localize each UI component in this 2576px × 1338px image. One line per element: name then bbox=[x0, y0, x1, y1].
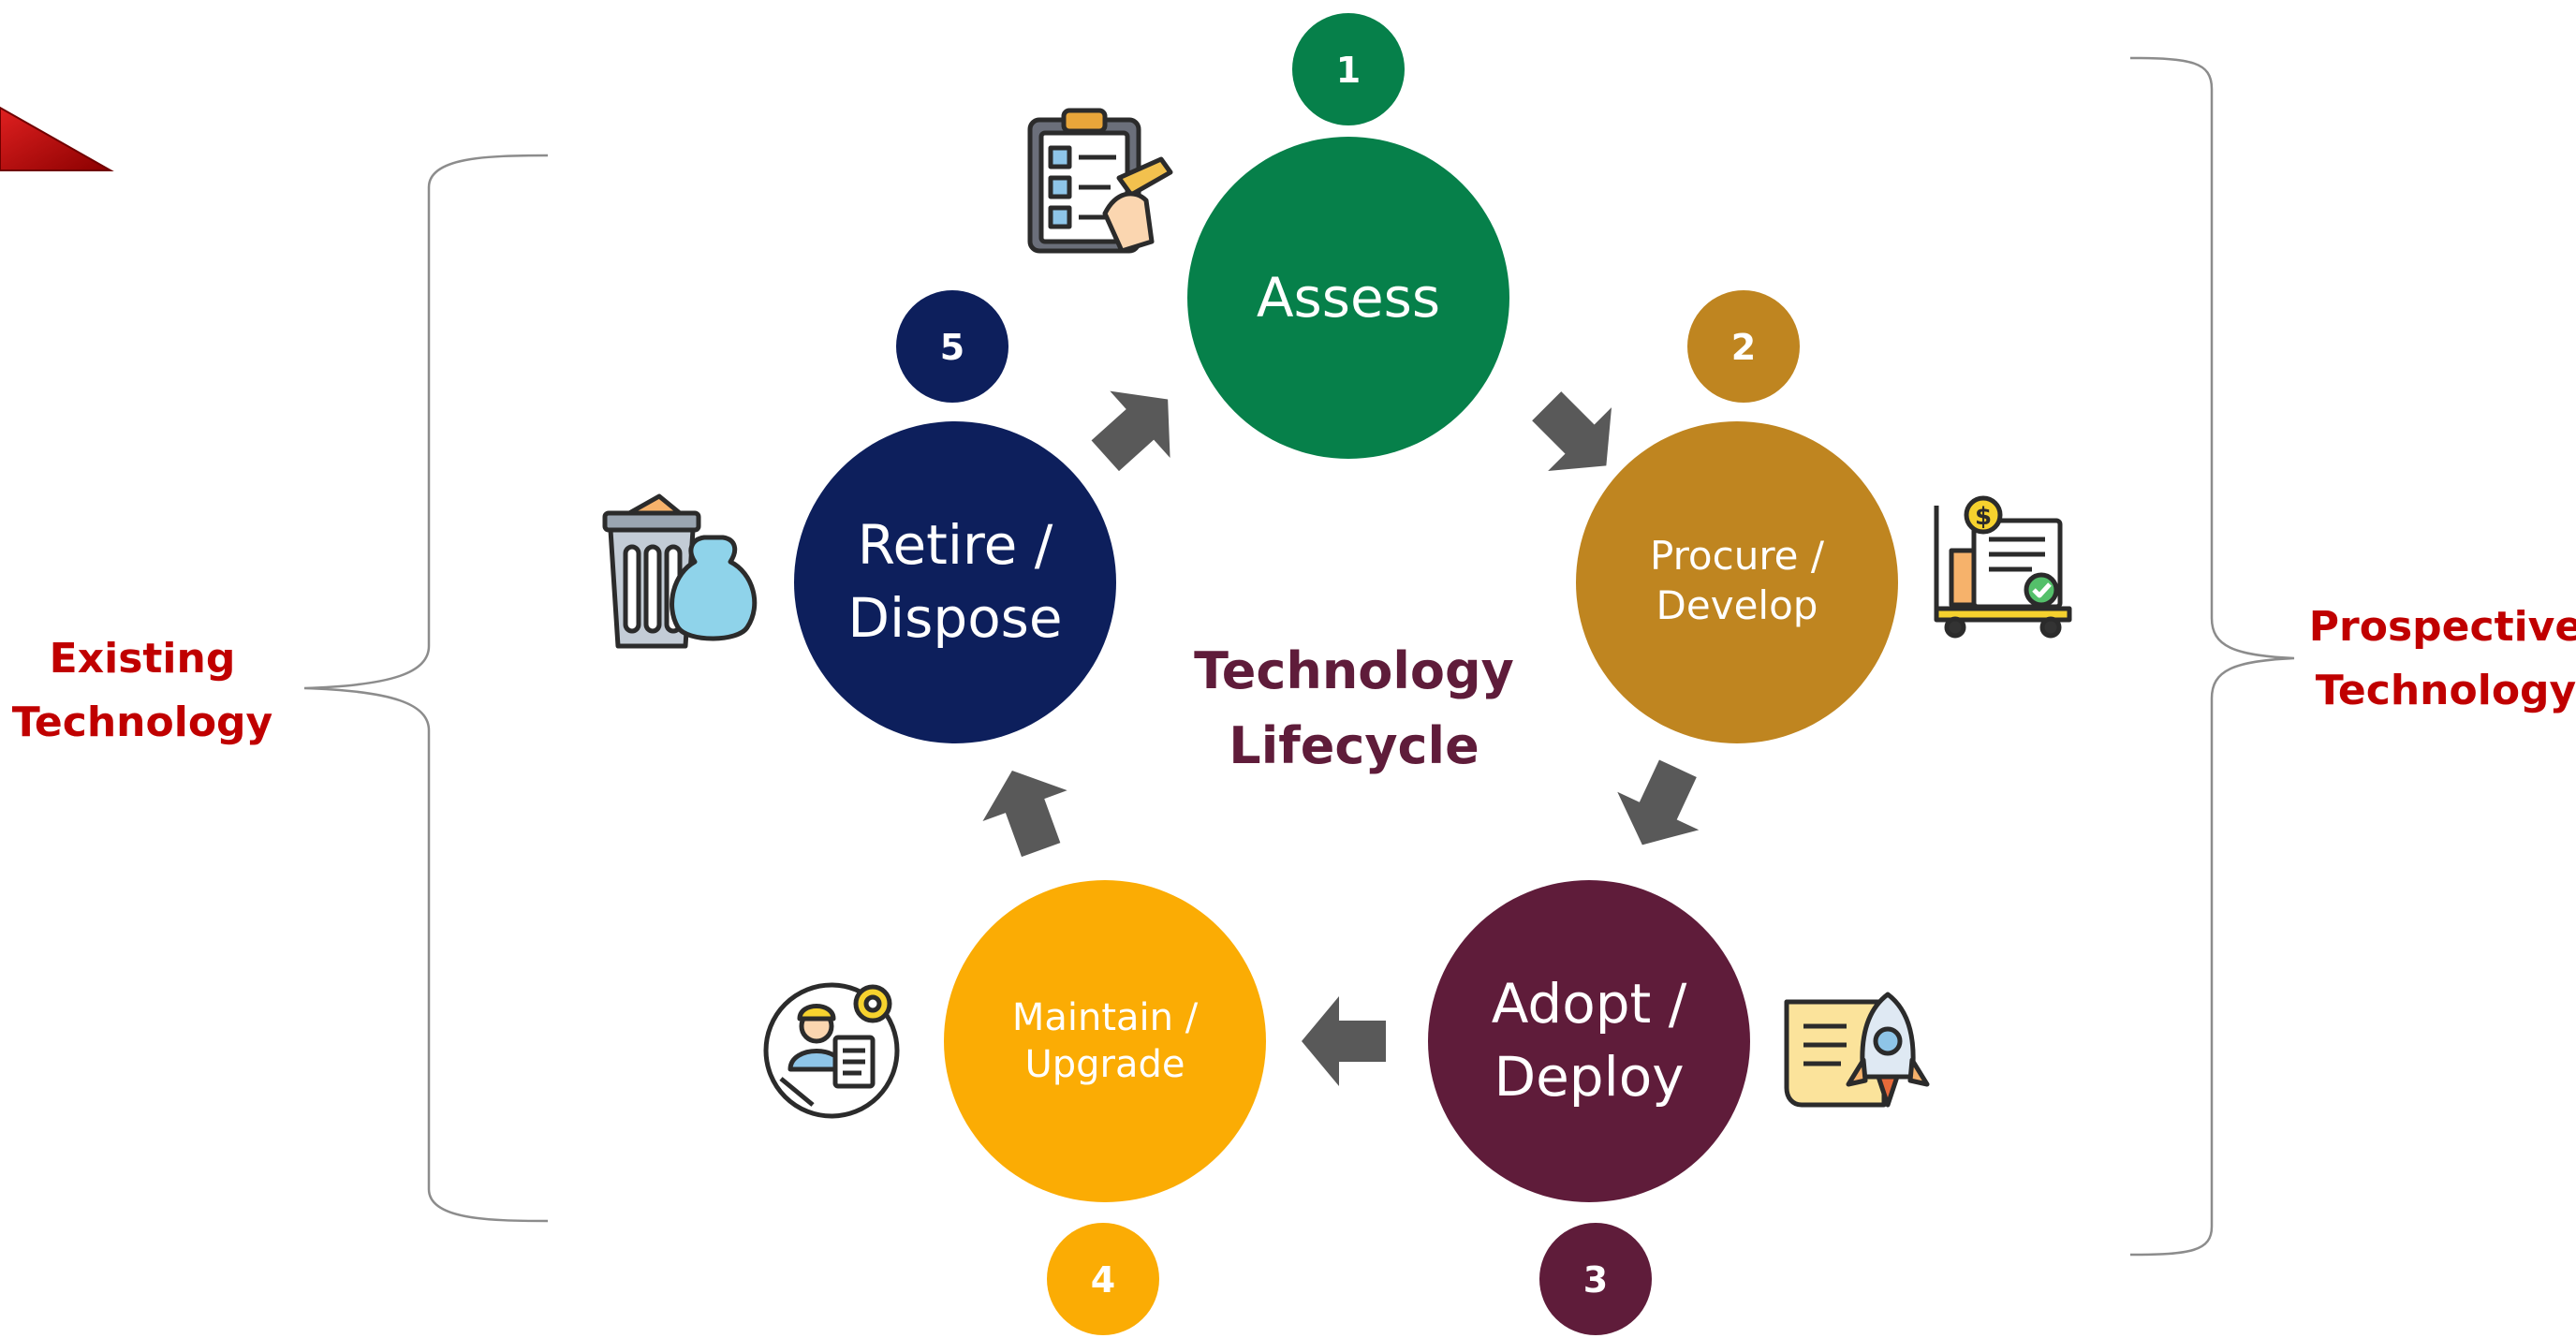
red-pointer-shape bbox=[0, 106, 114, 171]
stage-4-number-badge bbox=[1047, 1223, 1159, 1335]
right-brace bbox=[2129, 56, 2295, 1257]
stage-adopt-deploy-circle bbox=[1428, 880, 1750, 1202]
maintenance-worker-gear-icon bbox=[763, 982, 900, 1119]
center-title-line-2: Lifecycle bbox=[1229, 716, 1479, 775]
stage-3-number: 3 bbox=[1583, 1259, 1608, 1301]
stage-retire-dispose: Retire / Dispose 5 bbox=[794, 290, 1116, 743]
stage-assess: Assess 1 bbox=[1187, 13, 1509, 459]
center-title-line-1: Technology bbox=[1194, 641, 1514, 700]
launch-rocket-document-icon bbox=[1784, 992, 1930, 1108]
center-title: Technology Lifecycle bbox=[1194, 641, 1514, 775]
stage-1-number: 1 bbox=[1336, 50, 1361, 91]
stage-adopt-deploy-label-line-1: Adopt / bbox=[1492, 972, 1687, 1036]
existing-technology-line-1: Existing bbox=[50, 635, 236, 683]
prospective-technology-line-2: Technology bbox=[2316, 667, 2576, 714]
stage-procure-develop-circle bbox=[1576, 421, 1898, 743]
stage-adopt-deploy: Adopt / Deploy 3 bbox=[1428, 880, 1750, 1335]
flow-arrows bbox=[982, 390, 1700, 1086]
stage-maintain-upgrade-label-line-1: Maintain / bbox=[1012, 996, 1199, 1039]
stage-adopt-deploy-label-line-2: Deploy bbox=[1494, 1045, 1684, 1109]
stage-assess-circle bbox=[1187, 137, 1509, 459]
arrow-maintain-to-retire bbox=[982, 771, 1067, 858]
stage-assess-label: Assess bbox=[1257, 266, 1440, 330]
stage-maintain-upgrade-circle bbox=[944, 880, 1266, 1202]
arrow-procure-to-deploy bbox=[1617, 759, 1700, 845]
stage-retire-dispose-label-line-1: Retire / bbox=[858, 513, 1053, 577]
stage-3-number-badge bbox=[1539, 1223, 1652, 1335]
stage-procure-develop: Procure / Develop 2 bbox=[1576, 290, 1898, 743]
stage-maintain-upgrade-label-line-2: Upgrade bbox=[1024, 1043, 1185, 1086]
left-brace bbox=[303, 154, 549, 1223]
existing-technology-line-2: Technology bbox=[12, 698, 272, 746]
stage-2-number-badge bbox=[1687, 290, 1800, 403]
stage-4-number: 4 bbox=[1091, 1259, 1115, 1301]
stage-5-number-badge bbox=[896, 290, 1008, 403]
procurement-cart-icon: $ bbox=[1934, 495, 2072, 639]
prospective-technology-line-1: Prospective bbox=[2309, 603, 2576, 651]
stage-procure-develop-label-line-1: Procure / bbox=[1650, 533, 1825, 579]
stage-procure-develop-label-line-2: Develop bbox=[1656, 582, 1818, 628]
existing-technology-label: Existing Technology bbox=[12, 635, 272, 746]
trash-bin-disposal-icon bbox=[602, 493, 758, 649]
stage-retire-dispose-label-line-2: Dispose bbox=[847, 586, 1062, 650]
prospective-technology-label: Prospective Technology bbox=[2309, 603, 2576, 714]
arrow-deploy-to-maintain bbox=[1302, 996, 1386, 1086]
checklist-clipboard-icon bbox=[1027, 108, 1173, 254]
arrow-retire-to-assess bbox=[1091, 390, 1170, 472]
arrow-assess-to-procure bbox=[1532, 391, 1612, 472]
stage-retire-dispose-circle bbox=[794, 421, 1116, 743]
svg-text:$: $ bbox=[1975, 503, 1992, 531]
stage-1-number-badge bbox=[1292, 13, 1405, 125]
stage-5-number: 5 bbox=[940, 327, 964, 368]
stage-2-number: 2 bbox=[1731, 327, 1756, 368]
stage-maintain-upgrade: Maintain / Upgrade 4 bbox=[944, 880, 1266, 1335]
